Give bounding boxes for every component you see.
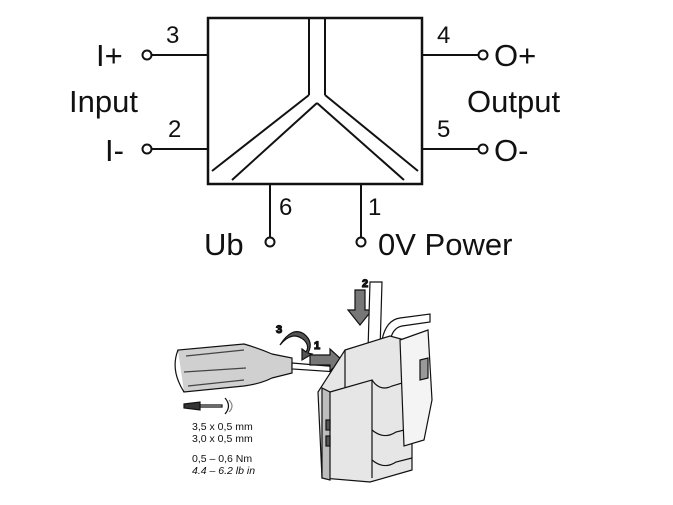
screwdriver-size-2: 3,0 x 0,5 mm: [192, 433, 253, 445]
terminal-circle-icon: [264, 236, 276, 248]
step-1-number: 1: [314, 340, 320, 352]
small-screwdriver-icon: [183, 397, 233, 415]
step-2-number: 2: [362, 278, 368, 290]
output-label: Output: [467, 84, 560, 119]
screwdriver-icon: [174, 343, 353, 393]
terminal-3-number: 3: [166, 22, 179, 49]
terminal-4-number: 4: [437, 22, 450, 49]
cable-icon: [381, 313, 431, 343]
signal-isolation-symbol: [211, 18, 419, 181]
terminal-circle-icon: [141, 143, 153, 155]
output-plus-label: O+: [494, 38, 536, 73]
terminal-circle-icon: [477, 143, 489, 155]
input-minus-label: I-: [105, 133, 124, 168]
supply-label: Ub: [204, 227, 244, 262]
torque-lbin: 4.4 – 6.2 lb in: [192, 465, 255, 477]
wiring-diagram: [141, 16, 489, 248]
module-box: [206, 16, 424, 186]
step-3-number: 3: [276, 324, 282, 336]
rotate-arrow-icon: [279, 331, 314, 362]
din-rail-module-icon: [317, 329, 433, 483]
terminal-1-number: 1: [368, 194, 381, 221]
terminal-5-number: 5: [437, 116, 450, 143]
down-arrow-icon: [346, 289, 374, 326]
ground-power-label: 0V Power: [378, 227, 512, 262]
torque-nm: 0,5 – 0,6 Nm: [192, 453, 252, 465]
terminal-circle-icon: [477, 49, 489, 61]
installation-illustration: 3 1 2: [174, 277, 433, 483]
input-label: Input: [69, 84, 138, 119]
input-plus-label: I+: [96, 38, 123, 73]
output-minus-label: O-: [494, 133, 528, 168]
screwdriver-size-1: 3,5 x 0,5 mm: [192, 421, 253, 433]
terminal-circle-icon: [355, 236, 367, 248]
terminal-6-number: 6: [279, 194, 292, 221]
terminal-circle-icon: [141, 49, 153, 61]
terminal-2-number: 2: [168, 116, 181, 143]
